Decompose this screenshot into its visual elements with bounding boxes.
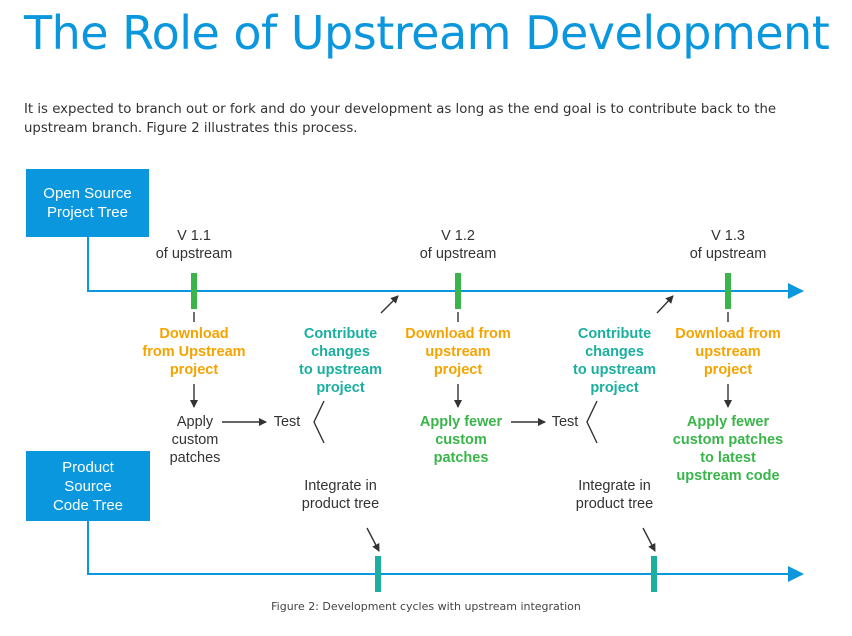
test-step-2: Test [551,414,579,430]
open-source-project-tree-box: Open Source Project Tree [26,169,149,237]
apply-step-1: Apply custom patches [169,414,221,466]
figure-caption: Figure 2: Development cycles with upstre… [271,600,581,613]
integration-marker-2 [651,556,657,592]
upstream-timeline-arrowhead [788,283,804,299]
version-marker-1-3 [725,273,731,309]
test-step-1: Test [273,414,301,430]
arrow-integrate-2 [642,527,656,552]
download-step-1: Download from Upstream project [142,326,246,378]
arrow-contribute-2 [656,295,674,314]
product-timeline [87,521,790,575]
open-source-box-label: Open Source Project Tree [43,185,132,221]
integrate-step-2: Integrate in product tree [575,478,654,512]
product-box-label: Product Source Code Tree [52,458,124,514]
contribute-step-1: Contribute changes to upstream project [299,326,382,396]
contribute-step-2: Contribute changes to upstream project [573,326,656,396]
intro-paragraph: It is expected to branch out or fork and… [24,102,777,136]
page-title: The Role of Upstream Development [24,6,830,60]
version-marker-1-1 [191,273,197,309]
product-source-code-tree-box: Product Source Code Tree [26,451,150,521]
apply-step-2: Apply fewer custom patches [419,414,503,466]
product-timeline-arrowhead [788,566,804,582]
version-label-1-1: V 1.1 of upstream [155,228,233,262]
version-label-1-3: V 1.3 of upstream [689,228,767,262]
apply-step-3: Apply fewer custom patches to latest ups… [672,414,784,484]
download-step-3: Download from upstream project [675,326,781,378]
version-label-1-2: V 1.2 of upstream [419,228,497,262]
arrow-contribute-1 [380,295,399,314]
arrow-integrate-1 [366,527,380,552]
fork-2 [586,400,598,444]
upstream-timeline [87,237,790,292]
integrate-step-1: Integrate in product tree [301,478,380,512]
download-step-2: Download from upstream project [405,326,511,378]
fork-1 [313,400,325,444]
version-marker-1-2 [455,273,461,309]
integration-marker-1 [375,556,381,592]
